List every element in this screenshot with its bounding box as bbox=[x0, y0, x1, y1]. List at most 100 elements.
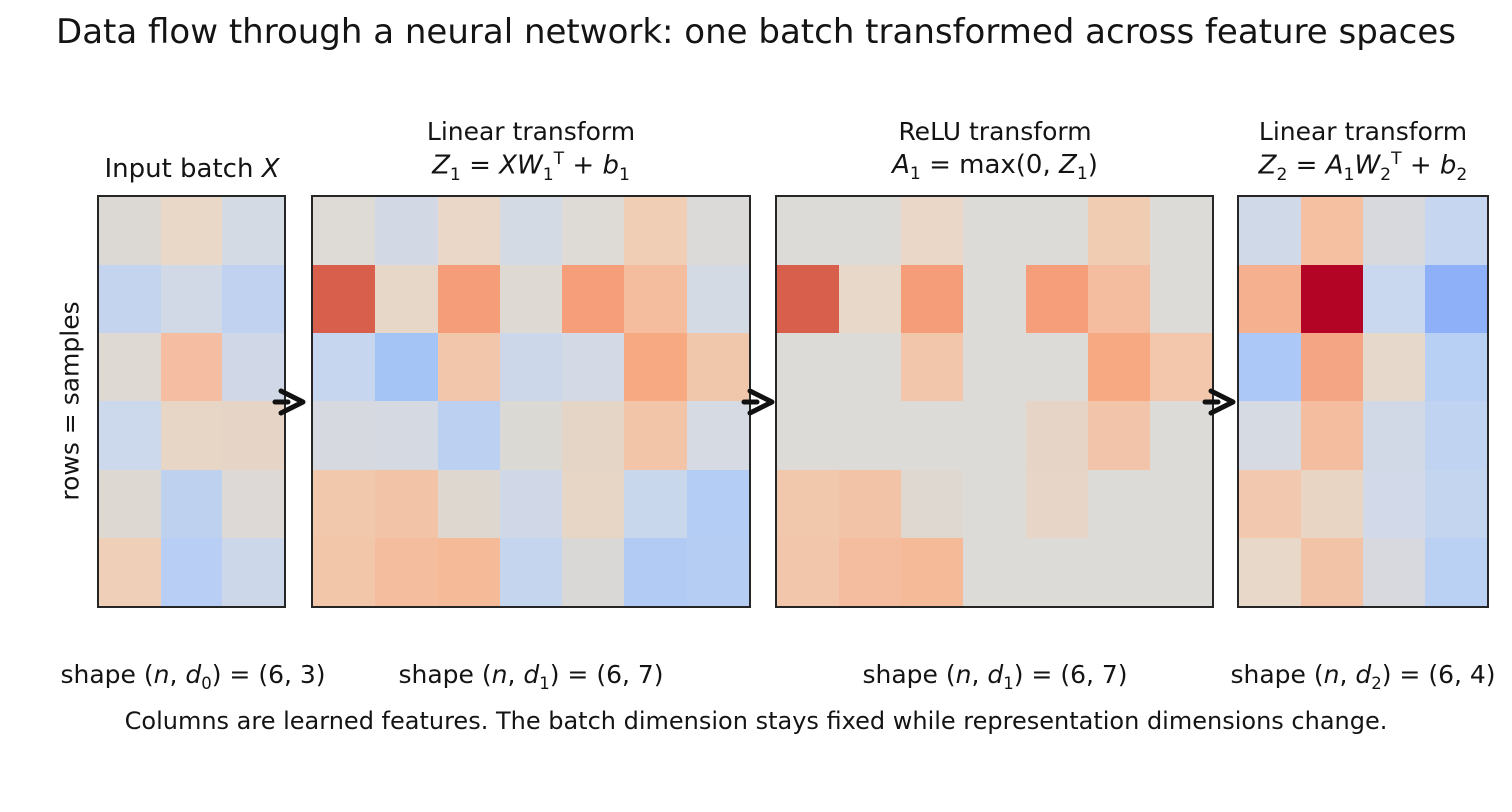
heatmap-cell bbox=[437, 265, 500, 334]
heatmap-cell bbox=[499, 333, 563, 402]
heatmap-cell bbox=[686, 197, 749, 266]
panel-formula-relu: A1 = max(0, Z1) bbox=[892, 150, 1098, 185]
heatmap-cell bbox=[1239, 401, 1301, 470]
panel-title-input: Input batch X bbox=[0, 152, 422, 186]
heatmap-cell bbox=[499, 537, 563, 606]
heatmap-cell bbox=[499, 197, 563, 266]
heatmap-cell bbox=[624, 265, 687, 334]
heatmap-cell bbox=[313, 469, 376, 538]
heatmap-cell bbox=[901, 537, 964, 606]
heatmap-cell bbox=[99, 537, 161, 606]
heatmap-cell bbox=[313, 401, 376, 470]
heatmap-cell bbox=[777, 197, 840, 266]
heatmap-cell bbox=[1363, 469, 1425, 538]
heatmap-cell bbox=[624, 333, 687, 402]
heatmap-grid-linear2 bbox=[1239, 197, 1487, 606]
panel-title-linear1: Linear transform Z1 = XW1T + b1 bbox=[301, 115, 761, 186]
heatmap-cell bbox=[1239, 197, 1301, 266]
heatmap-cell bbox=[777, 333, 840, 402]
panel-formula-linear1: Z1 = XW1T + b1 bbox=[432, 148, 630, 185]
heatmap-cell bbox=[777, 265, 840, 334]
heatmap-grid-relu bbox=[777, 197, 1212, 606]
heatmap-cell bbox=[1149, 469, 1212, 538]
heatmap-cell bbox=[313, 537, 376, 606]
heatmap-cell bbox=[901, 265, 964, 334]
heatmap-cell bbox=[1301, 469, 1363, 538]
heatmap-cell bbox=[99, 401, 161, 470]
heatmap-cell bbox=[624, 401, 687, 470]
heatmap-cell bbox=[839, 333, 902, 402]
heatmap-cell bbox=[1025, 197, 1088, 266]
heatmap-cell bbox=[1425, 469, 1487, 538]
heatmap-cell bbox=[562, 401, 625, 470]
heatmap-cell bbox=[99, 197, 161, 266]
heatmap-cell bbox=[1301, 265, 1363, 334]
heatmap-cell bbox=[99, 265, 161, 334]
panel-title-linear2: Linear transform Z2 = A1W2T + b2 bbox=[1133, 115, 1512, 186]
heatmap-cell bbox=[562, 265, 625, 334]
heatmap-cell bbox=[1301, 333, 1363, 402]
heatmap-cell bbox=[562, 537, 625, 606]
flow-arrow-icon bbox=[272, 388, 306, 416]
heatmap-cell bbox=[160, 197, 223, 266]
heatmap-cell bbox=[1301, 401, 1363, 470]
heatmap-cell bbox=[160, 401, 223, 470]
heatmap-cell bbox=[839, 401, 902, 470]
heatmap-cell bbox=[1149, 197, 1212, 266]
heatmap-cell bbox=[313, 333, 376, 402]
heatmap-grid-input bbox=[99, 197, 284, 606]
heatmap-cell bbox=[1239, 333, 1301, 402]
heatmap-cell bbox=[437, 537, 500, 606]
heatmap-cell bbox=[1087, 197, 1150, 266]
y-axis-label: rows = samples bbox=[55, 301, 85, 501]
heatmap-cell bbox=[1425, 401, 1487, 470]
heatmap-cell bbox=[499, 401, 563, 470]
heatmap-cell bbox=[437, 197, 500, 266]
heatmap-cell bbox=[437, 401, 500, 470]
heatmap-cell bbox=[160, 265, 223, 334]
shape-label-linear1: shape (n, d1) = (6, 7) bbox=[398, 660, 664, 693]
heatmap-cell bbox=[375, 401, 438, 470]
heatmap-cell bbox=[222, 469, 284, 538]
panel-formula-input: Input batch X bbox=[104, 153, 280, 184]
heatmap-cell bbox=[160, 333, 223, 402]
heatmap-cell bbox=[222, 333, 284, 402]
heatmap-cell bbox=[1425, 333, 1487, 402]
heatmap-cell bbox=[222, 265, 284, 334]
figure-title: Data flow through a neural network: one … bbox=[56, 12, 1456, 52]
heatmap-cell bbox=[686, 469, 749, 538]
heatmap-cell bbox=[160, 469, 223, 538]
heatmap-cell bbox=[1149, 537, 1212, 606]
heatmap-cell bbox=[1025, 401, 1088, 470]
heatmap-cell bbox=[1025, 265, 1088, 334]
heatmap-cell bbox=[1025, 537, 1088, 606]
heatmap-cell bbox=[437, 333, 500, 402]
heatmap-cell bbox=[901, 401, 964, 470]
heatmap-cell bbox=[1149, 401, 1212, 470]
heatmap-panel-relu bbox=[775, 195, 1214, 608]
heatmap-cell bbox=[375, 469, 438, 538]
heatmap-cell bbox=[901, 469, 964, 538]
heatmap-cell bbox=[777, 401, 840, 470]
heatmap-cell bbox=[1025, 469, 1088, 538]
heatmap-cell bbox=[99, 333, 161, 402]
heatmap-cell bbox=[624, 469, 687, 538]
heatmap-cell bbox=[963, 537, 1026, 606]
heatmap-cell bbox=[777, 537, 840, 606]
heatmap-cell bbox=[562, 333, 625, 402]
heatmap-cell bbox=[222, 537, 284, 606]
heatmap-panel-linear2 bbox=[1237, 195, 1489, 608]
heatmap-cell bbox=[963, 333, 1026, 402]
heatmap-cell bbox=[499, 265, 563, 334]
heatmap-cell bbox=[1363, 197, 1425, 266]
heatmap-cell bbox=[375, 197, 438, 266]
flow-arrow-icon bbox=[1202, 388, 1236, 416]
heatmap-cell bbox=[1425, 265, 1487, 334]
panel-title-line1: ReLU transform bbox=[898, 117, 1092, 147]
heatmap-cell bbox=[1363, 265, 1425, 334]
heatmap-cell bbox=[963, 265, 1026, 334]
heatmap-cell bbox=[1239, 265, 1301, 334]
heatmap-cell bbox=[686, 265, 749, 334]
heatmap-cell bbox=[963, 469, 1026, 538]
heatmap-cell bbox=[839, 537, 902, 606]
